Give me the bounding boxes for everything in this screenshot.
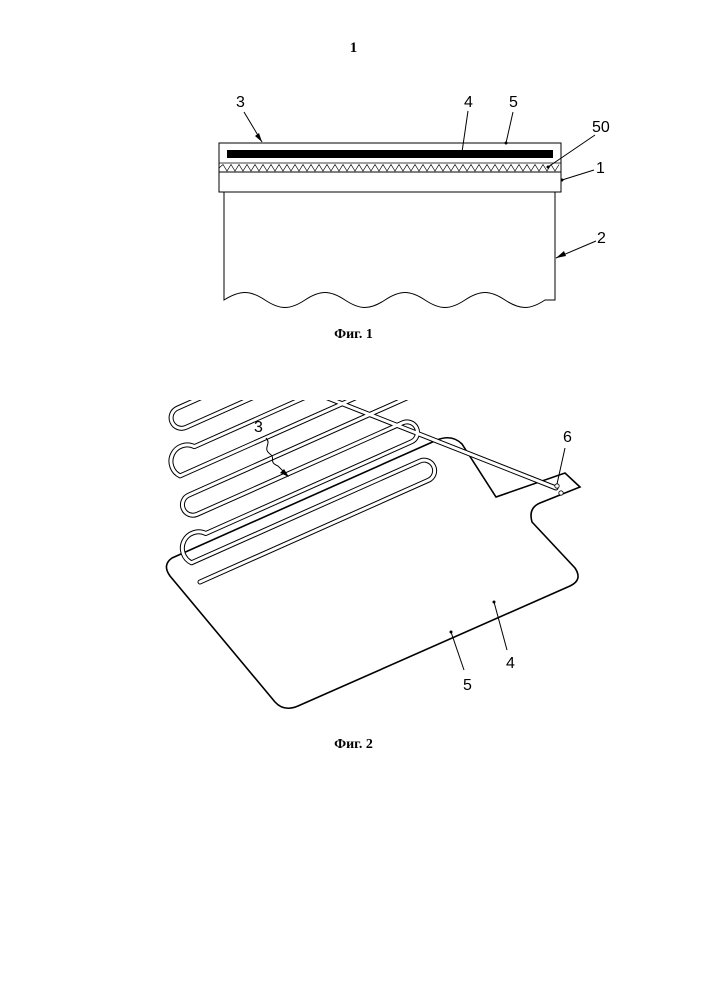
fig2-label-5: 5 bbox=[463, 677, 472, 694]
arrowhead-2 bbox=[556, 251, 566, 258]
dot-1 bbox=[561, 179, 564, 182]
leader-1 bbox=[562, 170, 594, 180]
arrowhead-3 bbox=[255, 133, 262, 142]
fig2-label-4: 4 bbox=[506, 655, 515, 672]
dot-fig2-4 bbox=[493, 601, 496, 604]
label-50: 50 bbox=[592, 119, 610, 136]
leader-5 bbox=[506, 112, 513, 143]
dot-5 bbox=[505, 142, 508, 145]
dot-fig2-5 bbox=[450, 631, 453, 634]
figure-2-electrode-plate: 3 6 4 5 bbox=[0, 400, 707, 730]
leader-fig2-5 bbox=[451, 632, 464, 670]
dot-50 bbox=[547, 166, 550, 169]
body-2-outline bbox=[224, 192, 555, 308]
figure-1-caption: Фиг. 1 bbox=[0, 327, 707, 343]
label-2: 2 bbox=[597, 230, 606, 247]
label-1: 1 bbox=[596, 160, 605, 177]
conductor-4 bbox=[227, 150, 553, 158]
figure-2-caption: Фиг. 2 bbox=[0, 737, 707, 753]
label-3: 3 bbox=[236, 94, 245, 111]
figure-1-cross-section: 3 4 5 50 1 2 bbox=[0, 0, 707, 330]
label-4: 4 bbox=[464, 94, 473, 111]
fig2-label-3: 3 bbox=[254, 419, 263, 436]
terminal-6b bbox=[559, 491, 563, 495]
label-5: 5 bbox=[509, 94, 518, 111]
fig2-label-6: 6 bbox=[563, 429, 572, 446]
terminal-6a bbox=[555, 484, 559, 488]
layer-1 bbox=[219, 172, 561, 192]
